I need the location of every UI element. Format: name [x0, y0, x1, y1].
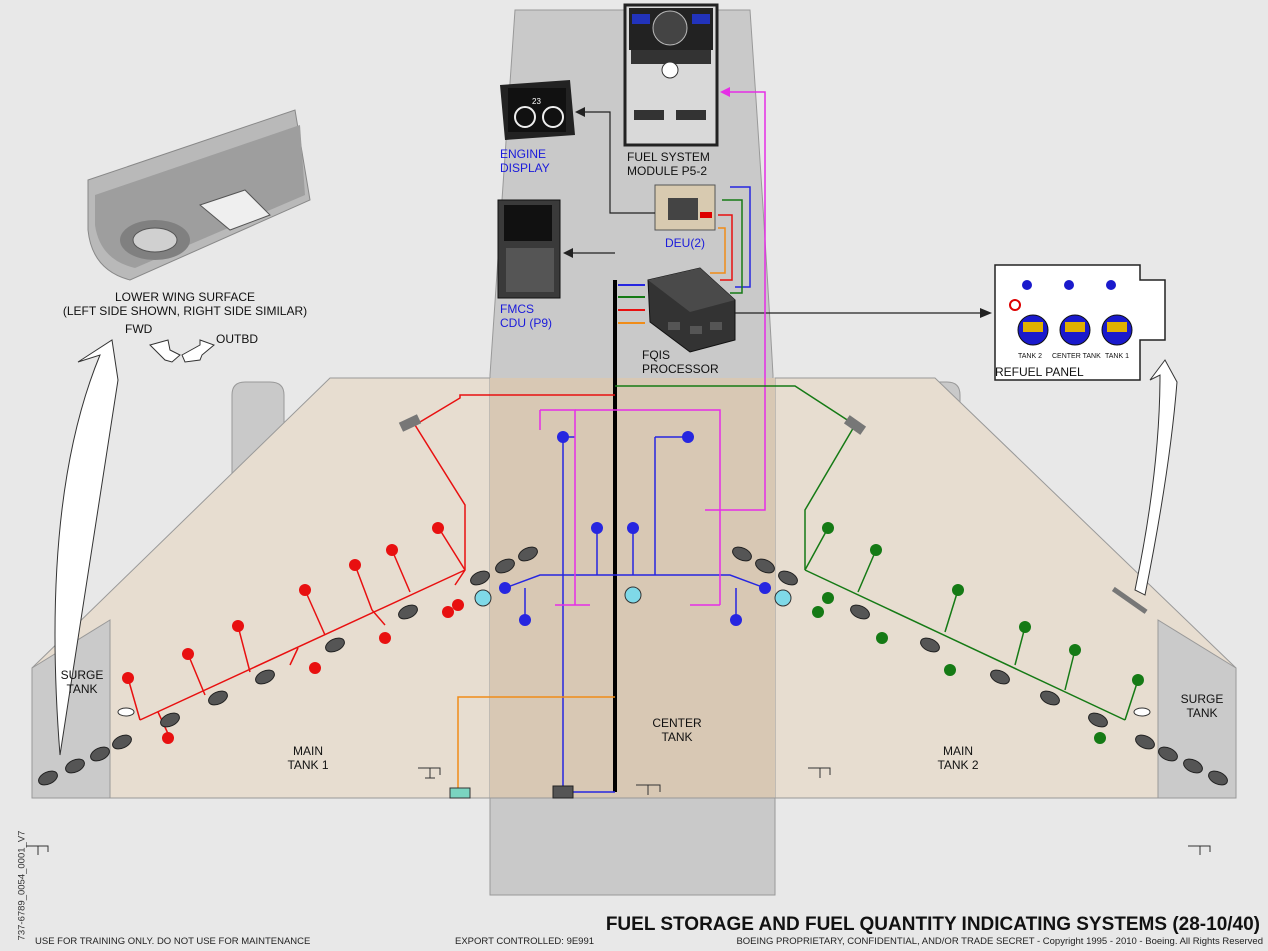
lower-wing-surface-label: LOWER WING SURFACE (LEFT SIDE SHOWN, RIG… [50, 290, 320, 318]
right-surge-tank [1157, 619, 1237, 799]
main-tank1-label: MAIN TANK 1 [278, 744, 338, 772]
proprietary-notice: BOEING PROPRIETARY, CONFIDENTIAL, AND/OR… [736, 936, 1263, 947]
main-tank1-line1: MAIN [293, 744, 323, 758]
compensator-unit [449, 787, 471, 799]
refuel-center-label: CENTER TANK [1052, 353, 1101, 360]
vent-symbols [26, 767, 1211, 855]
refuel-arrowhead [980, 308, 992, 318]
document-id: 737-6789_0054_0001_V7 [16, 830, 28, 941]
main-tank2-label: MAIN TANK 2 [928, 744, 988, 772]
right-center-cyan-probe [774, 589, 792, 607]
deu-red-line [718, 214, 733, 281]
module-magenta-line [705, 91, 766, 511]
left-callout-arrow [54, 339, 119, 756]
main-tank1-line2: TANK 1 [287, 758, 329, 772]
center-probes [499, 431, 771, 626]
fuel-module-line1: FUEL SYSTEM [627, 150, 710, 164]
right-wing-connector [843, 415, 867, 435]
refuel-tank1-label: TANK 1 [1105, 353, 1129, 360]
deu-green-line [722, 199, 743, 294]
fmcs-line2: CDU (P9) [500, 316, 553, 330]
left-center-cyan-probe [474, 589, 492, 607]
densitometer-unit [552, 785, 574, 799]
tank1-probes [122, 522, 464, 744]
fmcs-cdu [497, 199, 561, 299]
left-surge-tank-label: SURGE TANK [52, 668, 112, 696]
center-tank-label: CENTER TANK [647, 716, 707, 744]
deu-orange-line [710, 227, 726, 274]
engine-display [500, 80, 575, 140]
left-wing-connector [398, 414, 422, 432]
fmcs-label: FMCS CDU (P9) [500, 302, 552, 330]
engine-arrowhead [575, 107, 585, 117]
center-tank-line2: TANK [661, 730, 693, 744]
main-tank2-line2: TANK 2 [937, 758, 979, 772]
tank2-probes [812, 522, 1144, 744]
right-surge-tank-label: SURGE TANK [1172, 692, 1232, 720]
refuel-panel [994, 264, 1166, 381]
center-tank-line1: CENTER [652, 716, 702, 730]
orange-compensator-wiring [457, 696, 615, 790]
left-surge-tank [31, 619, 111, 799]
engine-display-label: ENGINE DISPLAY [500, 147, 550, 175]
engine-display-line2: DISPLAY [500, 161, 550, 175]
deu-label: DEU(2) [665, 236, 706, 250]
magenta-arrowhead [720, 87, 730, 97]
main-tank2-line1: MAIN [943, 744, 973, 758]
fqis-processor [647, 267, 736, 353]
aft-fuselage [489, 797, 776, 896]
fqis-label: FQIS PROCESSOR [642, 348, 719, 376]
fwd-arrow [149, 339, 181, 363]
left-surge-line1: SURGE [60, 668, 104, 682]
right-callout-arrow [1134, 359, 1178, 596]
lower-wing-surface-inset [87, 109, 311, 281]
right-wing-tip-connector [1111, 586, 1148, 614]
diagram-title: FUEL STORAGE AND FUEL QUANTITY INDICATIN… [605, 914, 1260, 935]
refuel-panel-label: REFUEL PANEL [995, 365, 1084, 379]
right-wing-access-panels [732, 546, 1228, 786]
lower-wing-note: (LEFT SIDE SHOWN, RIGHT SIDE SIMILAR) [62, 304, 308, 318]
deu-unit [654, 184, 716, 231]
fuel-module-label: FUEL SYSTEM MODULE P5-2 [627, 150, 710, 178]
left-surge-valve [117, 707, 135, 717]
center-cyan-probe [624, 586, 642, 604]
fuel-system-module-p5-2 [623, 3, 719, 147]
left-surge-line2: TANK [66, 682, 98, 696]
outbd-label: OUTBD [216, 332, 258, 346]
right-surge-valve [1133, 707, 1151, 717]
right-surge-line1: SURGE [1180, 692, 1224, 706]
fwd-label: FWD [125, 322, 153, 336]
right-surge-line2: TANK [1186, 706, 1218, 720]
lower-wing-title: LOWER WING SURFACE [114, 290, 255, 304]
fqis-line1: FQIS [642, 348, 671, 362]
training-notice: USE FOR TRAINING ONLY. DO NOT USE FOR MA… [35, 936, 311, 947]
fmcs-line1: FMCS [500, 302, 534, 316]
engine-display-line1: ENGINE [500, 147, 547, 161]
cdu-arrowhead [563, 248, 573, 258]
center-magenta-wiring [539, 409, 721, 606]
refuel-tank2-label: TANK 2 [1018, 353, 1042, 360]
export-notice: EXPORT CONTROLLED: 9E991 [455, 936, 595, 947]
deu-to-engine-line [585, 111, 655, 214]
engine-display-readout: 23 [532, 97, 541, 106]
fqis-line2: PROCESSOR [642, 362, 719, 376]
outbd-arrow [181, 339, 215, 363]
left-wing-access-panels [38, 546, 538, 786]
tank2-probe-wiring [615, 385, 1139, 721]
fuel-module-line2: MODULE P5-2 [627, 164, 708, 178]
